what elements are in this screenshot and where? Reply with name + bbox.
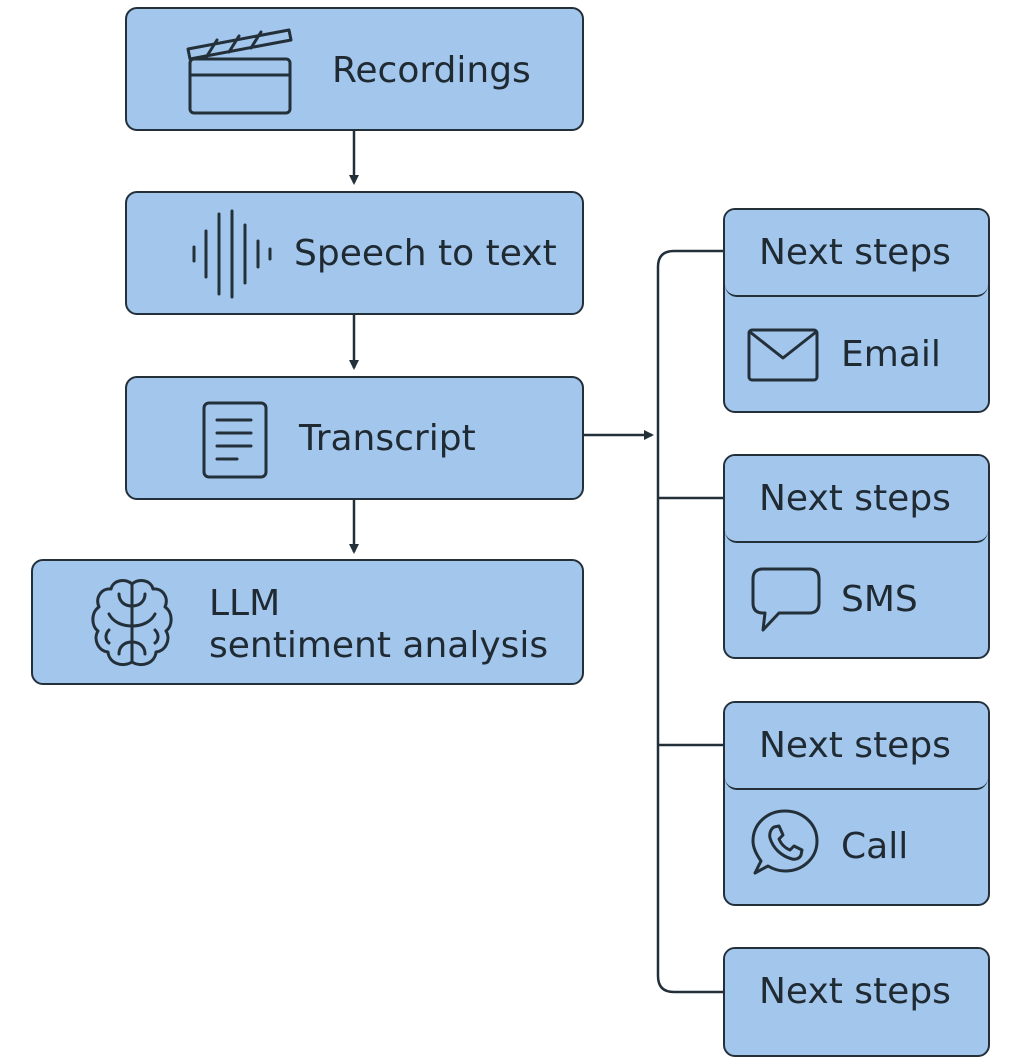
llm-sentiment-node: LLM sentiment analysis: [31, 559, 584, 685]
connector-lines: [349, 131, 723, 994]
recordings-label: Recordings: [332, 50, 531, 91]
sms-label: SMS: [841, 579, 918, 620]
phone-bubble-icon: [749, 807, 821, 883]
call-label: Call: [841, 826, 909, 867]
document-icon: [201, 400, 269, 480]
next-steps-header-label: Next steps: [759, 478, 951, 519]
speech-to-text-node: Speech to text: [125, 191, 584, 315]
next-steps-header: Next steps: [725, 949, 988, 1036]
sound-wave-icon: [189, 207, 275, 301]
next-steps-sms-card: Next steps SMS: [723, 454, 990, 659]
next-steps-call-card: Next steps Call: [723, 701, 990, 906]
speech-bubble-icon: [749, 566, 823, 638]
brain-icon: [89, 576, 175, 672]
email-label: Email: [841, 334, 941, 375]
branch-spine: [656, 249, 723, 994]
next-steps-header-label: Next steps: [759, 971, 951, 1012]
next-steps-header: Next steps: [725, 703, 988, 790]
next-steps-header: Next steps: [725, 210, 988, 297]
llm-sentiment-label: LLM sentiment analysis: [209, 583, 548, 667]
llm-label-line-2: sentiment analysis: [209, 625, 549, 666]
next-steps-header-label: Next steps: [759, 725, 951, 766]
next-steps-header-label: Next steps: [759, 232, 951, 273]
next-steps-fourth-card: Next steps: [723, 947, 990, 1057]
envelope-icon: [746, 327, 820, 387]
next-steps-header: Next steps: [725, 456, 988, 543]
next-steps-email-card: Next steps Email: [723, 208, 990, 413]
transcript-node: Transcript: [125, 376, 584, 500]
speech-to-text-label: Speech to text: [294, 233, 557, 274]
transcript-label: Transcript: [299, 418, 476, 459]
clapperboard-icon: [185, 27, 295, 117]
llm-label-line-1: LLM: [209, 583, 281, 624]
recordings-node: Recordings: [125, 7, 584, 131]
